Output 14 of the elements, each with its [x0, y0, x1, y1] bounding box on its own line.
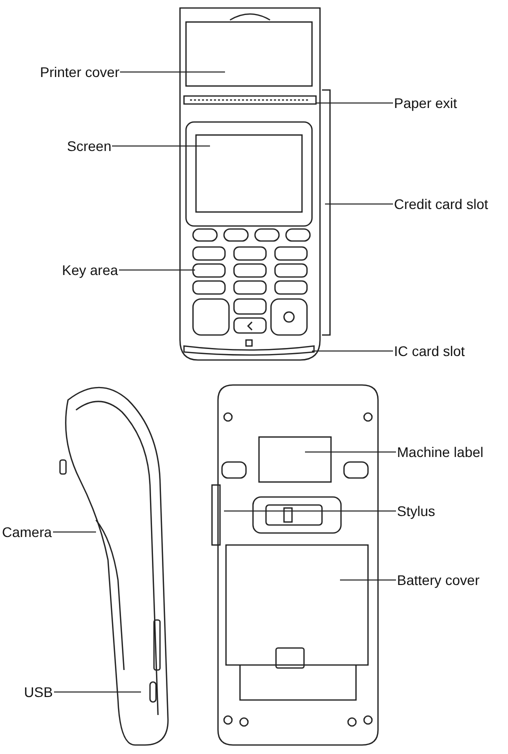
part-label: USB: [24, 684, 53, 700]
part-label: Battery cover: [397, 572, 480, 588]
part-label: Paper exit: [394, 95, 458, 111]
part-label: Key area: [62, 262, 118, 278]
leader-line: [224, 510, 396, 512]
leader-line: [316, 102, 394, 104]
part-label: Credit card slot: [394, 196, 488, 212]
part-label: Printer cover: [40, 64, 120, 80]
leader-line: [312, 350, 394, 352]
part-label: Camera: [2, 524, 52, 540]
part-label: IC card slot: [394, 343, 465, 359]
part-label: Screen: [67, 138, 112, 154]
part-label: Machine label: [397, 444, 484, 460]
part-label: Stylus: [397, 503, 436, 519]
